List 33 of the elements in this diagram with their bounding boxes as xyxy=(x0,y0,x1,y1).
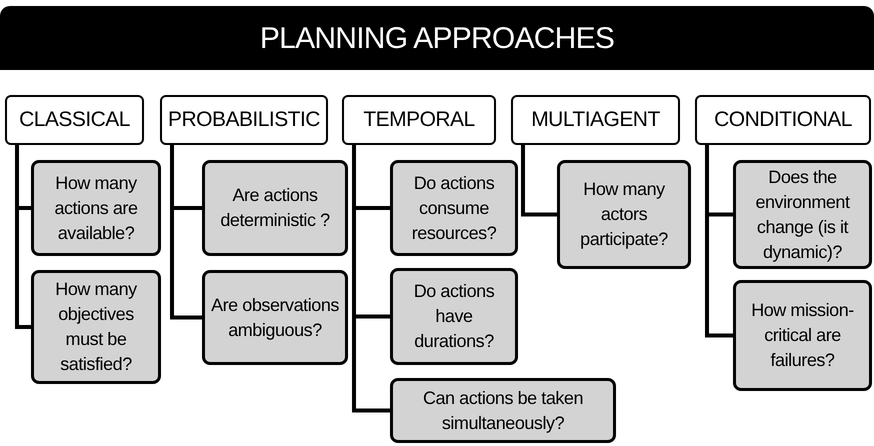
question-box xyxy=(390,378,616,443)
category-label: CONDITIONAL xyxy=(714,106,852,133)
question-box xyxy=(31,160,161,256)
question-box xyxy=(733,160,872,269)
question-text: Does the environment change (is it dynamic)? xyxy=(754,166,851,264)
category-box xyxy=(160,95,328,145)
question-text: Do actions consume resources? xyxy=(410,172,498,244)
connector-line xyxy=(352,145,390,412)
category-box xyxy=(695,95,871,145)
question-text: Are observations ambiguous? xyxy=(210,294,340,342)
question-box xyxy=(31,270,161,384)
question-text: How many actions are available? xyxy=(53,172,139,244)
category-label: MULTIAGENT xyxy=(531,106,660,133)
question-box xyxy=(390,160,518,256)
title-banner: PLANNING APPROACHES xyxy=(0,6,874,70)
question-text: How mission-critical are failures? xyxy=(750,299,855,372)
category-box xyxy=(5,95,144,145)
question-box xyxy=(390,268,518,365)
question-text: How many objectives must be satisfied? xyxy=(54,278,138,376)
question-text: Are actions deterministic ? xyxy=(219,184,331,232)
question-text: How many actors participate? xyxy=(579,178,669,251)
category-box xyxy=(342,95,496,145)
question-box xyxy=(202,270,348,365)
category-label: PROBABILISTIC xyxy=(168,106,320,133)
category-label: CLASSICAL xyxy=(19,106,130,133)
question-box xyxy=(733,280,872,391)
question-text: Can actions be taken simultaneously? xyxy=(422,386,584,435)
question-text: Do actions have durations? xyxy=(412,280,496,353)
question-box xyxy=(557,160,691,269)
category-box xyxy=(511,95,680,145)
connector-line xyxy=(521,145,557,216)
question-box xyxy=(202,160,348,256)
category-label: TEMPORAL xyxy=(363,106,475,133)
